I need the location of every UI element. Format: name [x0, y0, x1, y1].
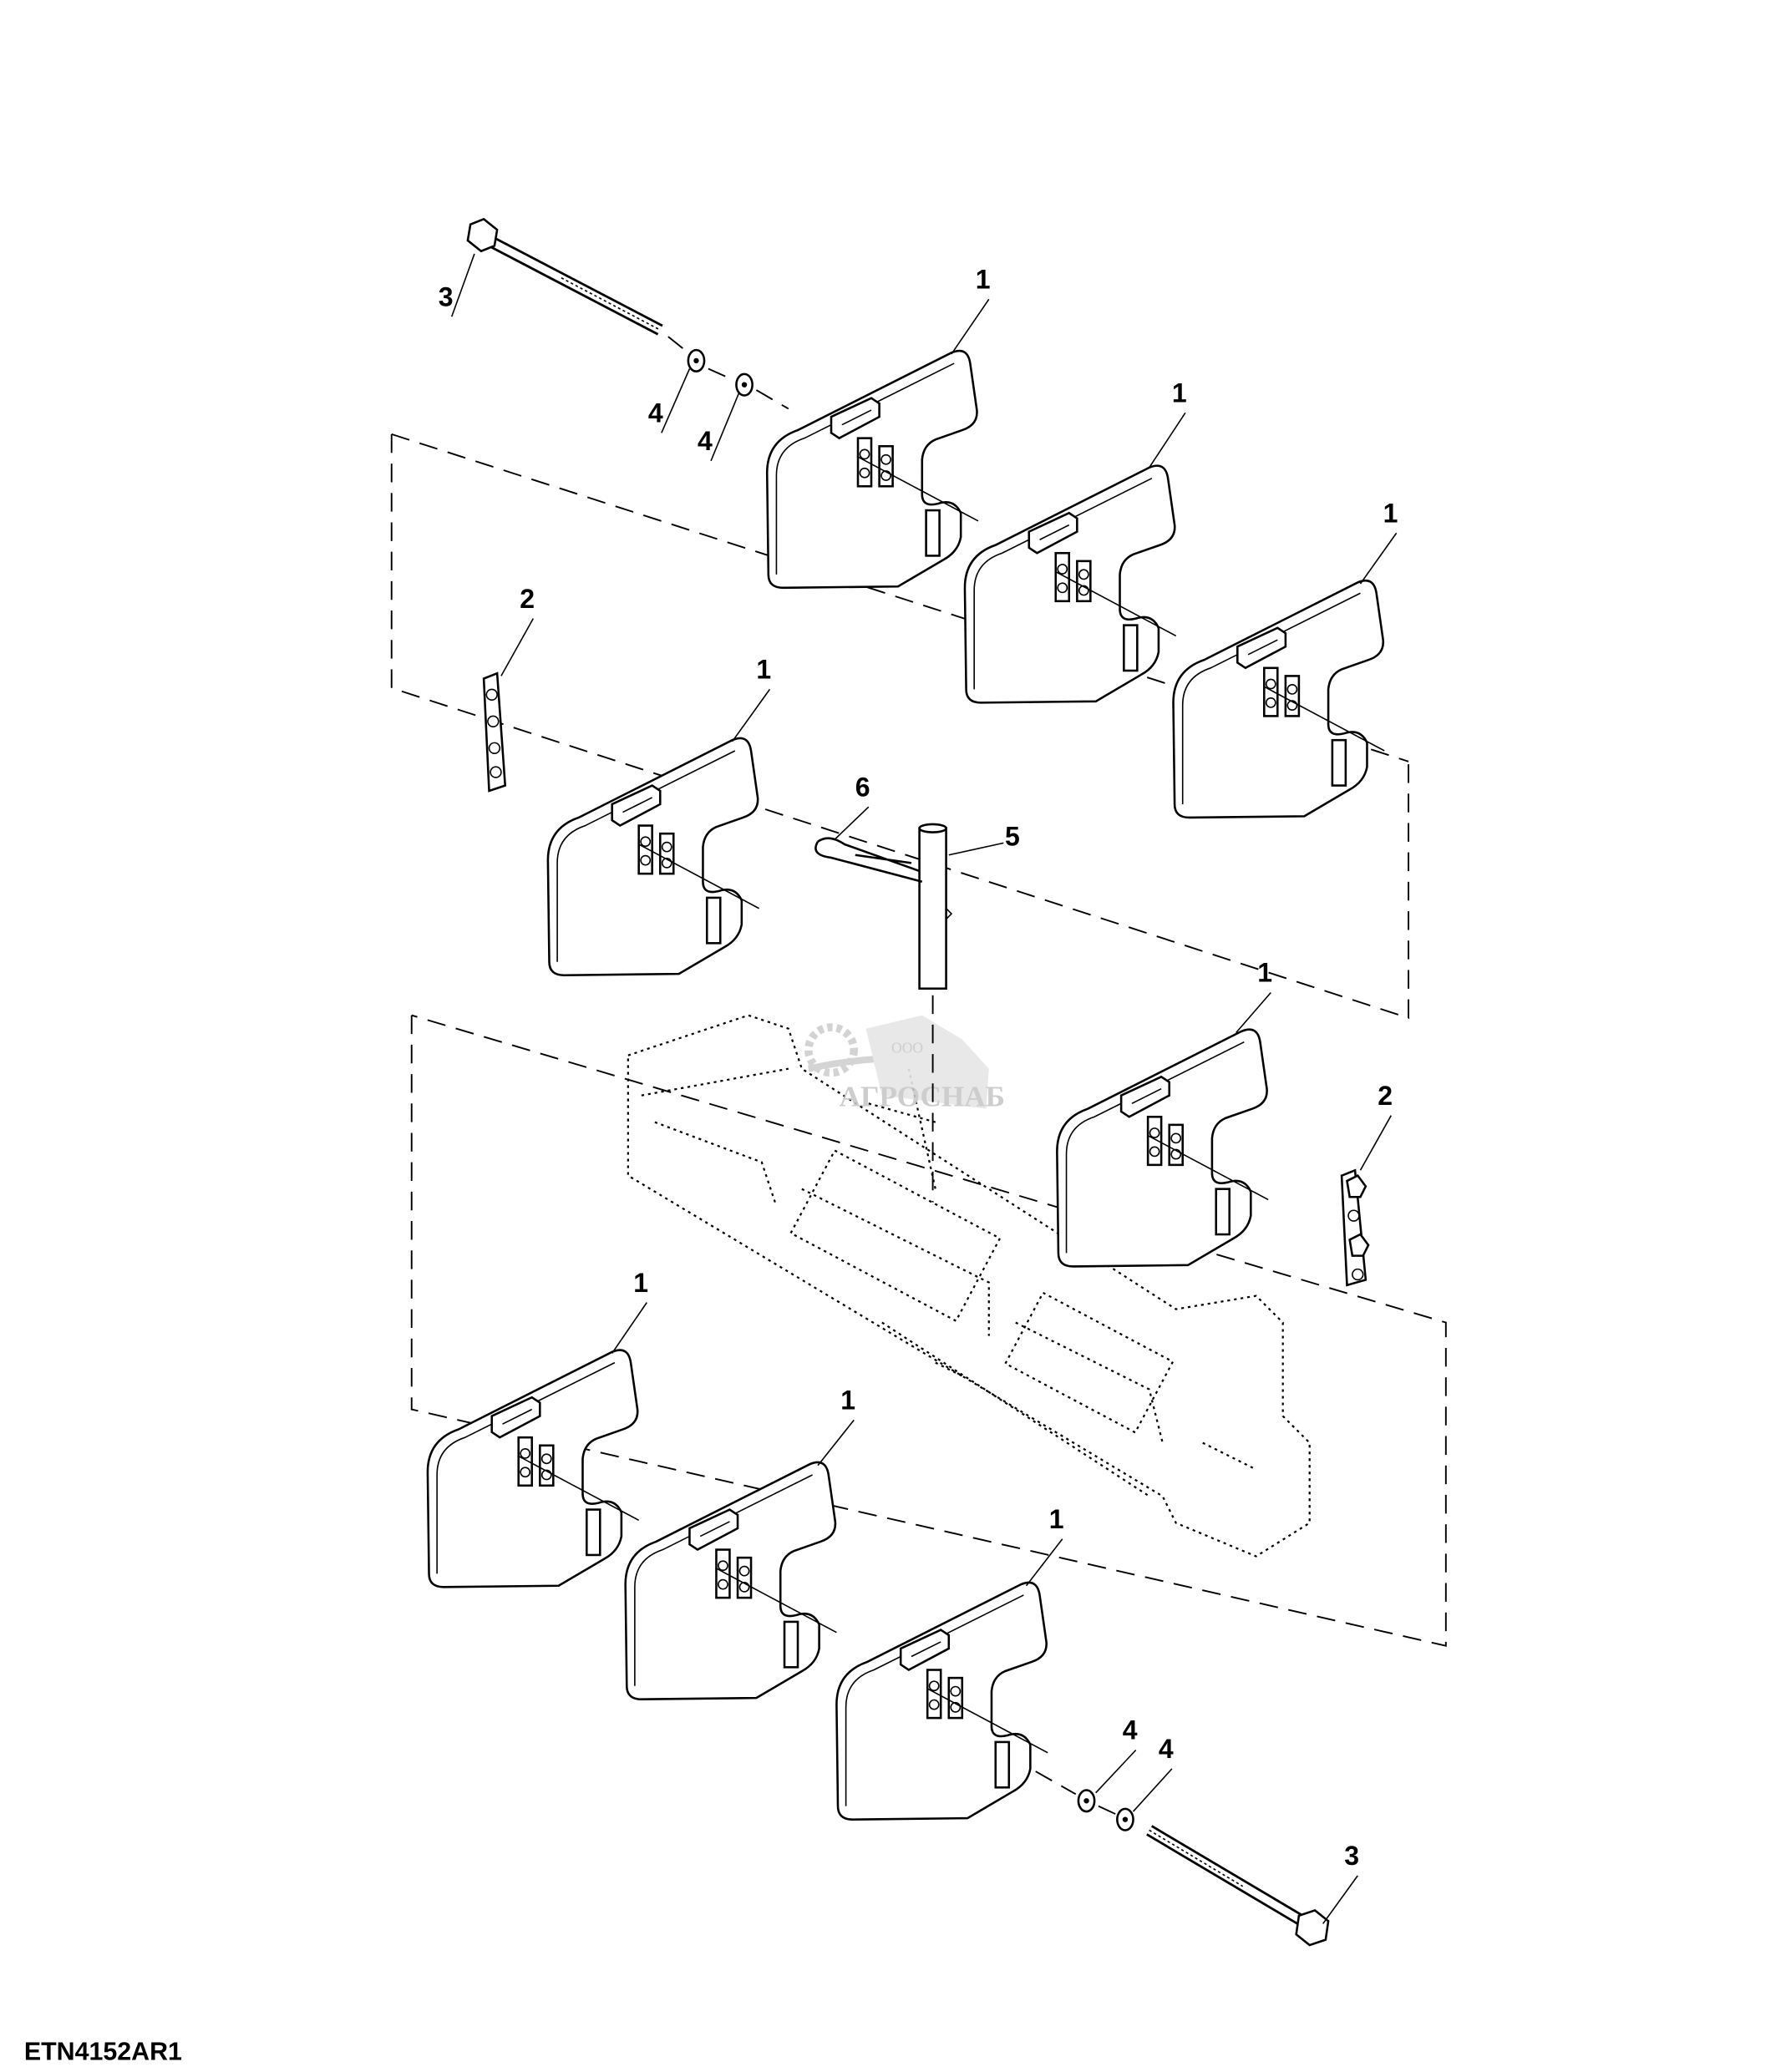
weight-2: [963, 464, 1176, 704]
bolt-axis-line: [1263, 686, 1385, 752]
callout-leader: [731, 688, 771, 742]
callout-weight: 1: [840, 1386, 855, 1416]
weight-8: [835, 1581, 1048, 1821]
bolt-axis-line: [857, 456, 979, 522]
bolt-axis-line: [518, 1455, 640, 1522]
washer-top: [667, 336, 789, 410]
retainer-plate-right: [1340, 1168, 1370, 1287]
washer-bottom: [1035, 1771, 1134, 1831]
callout-leader: [948, 842, 1004, 856]
callout-leader: [951, 298, 990, 355]
callout-leader: [1025, 1538, 1063, 1587]
callout-leader: [611, 1302, 647, 1354]
agrosnab-watermark-logo: ООО АГРОСНАБ: [804, 1015, 1005, 1112]
callout-weight: 1: [1383, 498, 1398, 528]
callout-leader: [500, 618, 535, 676]
watermark-prefix: ООО: [891, 1039, 923, 1056]
callout-weight: 1: [1172, 377, 1187, 408]
callout-weight: 1: [756, 655, 771, 685]
callout-weight: 1: [633, 1268, 648, 1298]
spring-clip: [814, 837, 923, 883]
callout-leader: [1149, 412, 1186, 469]
callout-leader: [835, 806, 870, 840]
callout-clip: 6: [855, 772, 870, 802]
callout-leader: [710, 392, 740, 462]
bolt-axis-line: [638, 843, 760, 909]
figure-id: ETN4152AR1: [24, 2038, 182, 2066]
callout-weight: 1: [1257, 958, 1272, 988]
callout-leader: [817, 1419, 855, 1467]
callout-bolt: 3: [439, 281, 454, 312]
callout-washer: 4: [698, 426, 713, 456]
weight-5: [1056, 1028, 1268, 1268]
weight-3: [1172, 579, 1385, 819]
callout-bolt: 3: [1344, 1841, 1359, 1871]
callout-weight: 1: [976, 265, 991, 295]
callout-washer: 4: [1123, 1715, 1138, 1745]
callout-leader: [661, 368, 691, 433]
suitcase-weights: [426, 349, 1385, 1821]
callout-leader: [1359, 1115, 1392, 1171]
callout-pin: 5: [1005, 822, 1020, 852]
bolt-axis-line: [1055, 570, 1177, 637]
callout-leader: [1236, 991, 1271, 1034]
ballast-frame-outline: [627, 1014, 1311, 1558]
callout-plate: 2: [1378, 1081, 1393, 1111]
weight-1: [765, 349, 978, 590]
callout-plate: 2: [520, 584, 535, 614]
weight-7: [624, 1461, 837, 1700]
callout-leader: [1322, 1875, 1358, 1924]
bolt-axis-line: [926, 1688, 1048, 1754]
callout-weight: 1: [1049, 1504, 1064, 1534]
callout-washer: 4: [648, 398, 663, 428]
callout-leader: [450, 253, 475, 317]
bolt-top: [466, 217, 663, 336]
weight-6: [426, 1349, 639, 1588]
bolt-bottom: [1146, 1825, 1330, 1947]
callout-leader: [1359, 532, 1398, 585]
bolt-axis-line: [1147, 1134, 1269, 1201]
watermark-name: АГРОСНАБ: [840, 1080, 1005, 1112]
retainer-plate-left: [482, 671, 507, 793]
callout-washer: 4: [1159, 1734, 1174, 1764]
pin: [918, 823, 953, 1203]
callout-leader: [1132, 1768, 1173, 1812]
weight-4: [546, 737, 759, 976]
callout-leader: [1095, 1749, 1137, 1794]
bolt-axis-line: [716, 1568, 837, 1634]
